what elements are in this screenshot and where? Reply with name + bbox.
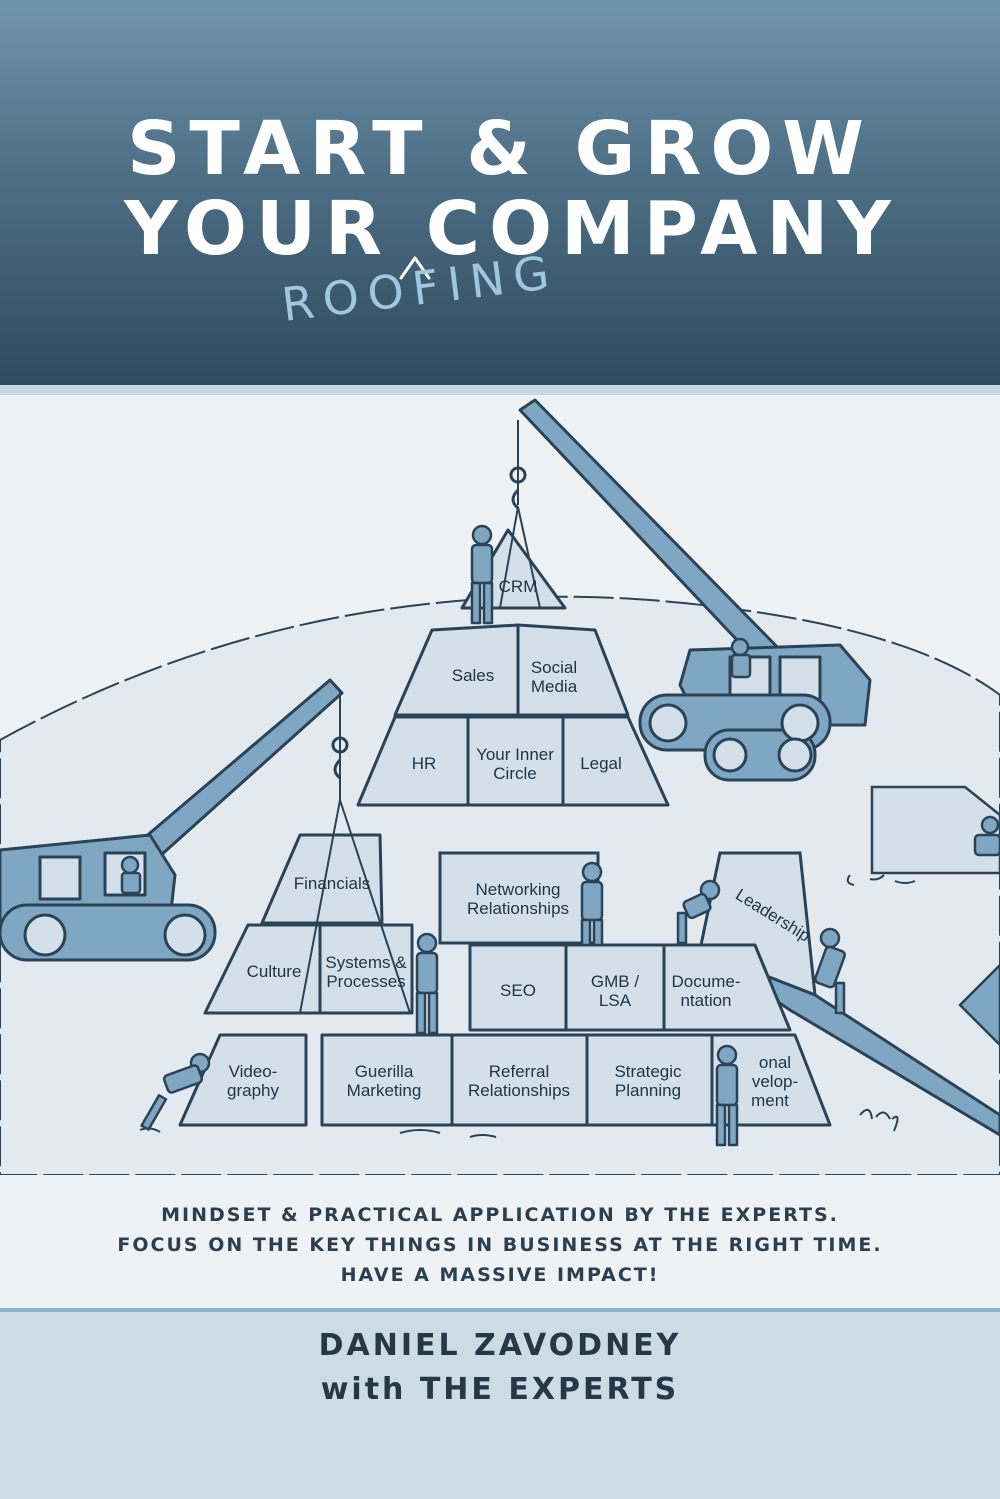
distant-block xyxy=(870,785,1000,875)
author-band xyxy=(0,1312,1000,1499)
label-sales: Sales xyxy=(452,666,495,685)
title-line-2: YOUR COMPANY xyxy=(124,186,900,272)
label-personal-dev-3: ment xyxy=(751,1091,789,1110)
label-videography-2: graphy xyxy=(227,1081,279,1100)
worker-videography xyxy=(140,1052,211,1131)
label-crm: CRM xyxy=(499,577,538,596)
label-videography-1: Video- xyxy=(229,1062,278,1081)
construction-illustration: CRM Sales Social Media HR Your Inner Cir… xyxy=(0,395,1000,1175)
block-personal-development xyxy=(710,1033,832,1127)
block-financials xyxy=(260,833,384,925)
title-banner xyxy=(0,0,1000,385)
worker-top xyxy=(470,524,494,625)
worker-left-crane-cab xyxy=(120,855,142,895)
label-documentation-2: ntation xyxy=(680,991,731,1010)
label-documentation-1: Docume- xyxy=(672,972,741,991)
worker-ramp xyxy=(813,927,847,1015)
tagline-line-1: MINDSET & PRACTICAL APPLICATION BY THE E… xyxy=(161,1204,839,1226)
label-personal-dev-1: onal xyxy=(759,1053,791,1072)
label-seo: SEO xyxy=(500,981,536,1000)
label-gmb-1: GMB / xyxy=(591,972,639,991)
label-inner-circle-1: Your Inner xyxy=(476,745,554,764)
label-hr: HR xyxy=(412,754,437,773)
label-systems-2: Processes xyxy=(326,972,405,991)
worker-leadership xyxy=(676,879,721,945)
worker-personal-development xyxy=(715,1044,739,1147)
label-financials: Financials xyxy=(294,874,371,893)
label-guerilla-2: Marketing xyxy=(347,1081,422,1100)
distant-crane-part xyxy=(958,963,1000,1047)
worker-networking xyxy=(580,861,604,947)
tagline-line-3: HAVE A MASSIVE IMPACT! xyxy=(340,1264,660,1286)
title-line-1: START & GROW xyxy=(127,106,873,192)
tagline: MINDSET & PRACTICAL APPLICATION BY THE E… xyxy=(0,1200,1000,1290)
worker-right-edge xyxy=(973,815,1000,857)
label-social-media-1: Social xyxy=(531,658,577,677)
tagline-line-2: FOCUS ON THE KEY THINGS IN BUSINESS AT T… xyxy=(117,1234,883,1256)
block-videography xyxy=(178,1033,308,1127)
dust-marks xyxy=(139,874,916,1138)
label-culture: Culture xyxy=(247,962,302,981)
label-networking-2: Relationships xyxy=(467,899,569,918)
author-name: DANIEL ZAVODNEY xyxy=(318,1328,682,1363)
worker-right-crane-cab xyxy=(730,637,752,679)
block-documentation xyxy=(662,943,792,1032)
pyramid-crane-drawing: CRM Sales Social Media HR Your Inner Cir… xyxy=(0,398,1000,1175)
banner-divider xyxy=(0,385,1000,395)
label-systems-1: Systems & xyxy=(325,953,407,972)
label-networking-1: Networking xyxy=(475,880,560,899)
bottom-row xyxy=(178,1033,832,1127)
workers xyxy=(120,524,1000,1147)
label-referral-1: Referral xyxy=(489,1062,549,1081)
label-guerilla-1: Guerilla xyxy=(355,1062,414,1081)
middle-row xyxy=(468,943,792,1032)
label-personal-dev-2: velop- xyxy=(752,1072,798,1091)
author-credit: with THE EXPERTS xyxy=(320,1372,680,1407)
caret-insert-icon xyxy=(399,256,431,280)
label-referral-2: Relationships xyxy=(468,1081,570,1100)
footer-divider xyxy=(0,1308,1000,1312)
right-crane xyxy=(509,398,872,782)
label-social-media-2: Media xyxy=(531,677,578,696)
label-inner-circle-2: Circle xyxy=(493,764,536,783)
label-strategic-1: Strategic xyxy=(614,1062,682,1081)
label-strategic-2: Planning xyxy=(615,1081,681,1100)
worker-systems xyxy=(415,932,439,1035)
label-legal: Legal xyxy=(580,754,622,773)
label-gmb-2: LSA xyxy=(599,991,632,1010)
